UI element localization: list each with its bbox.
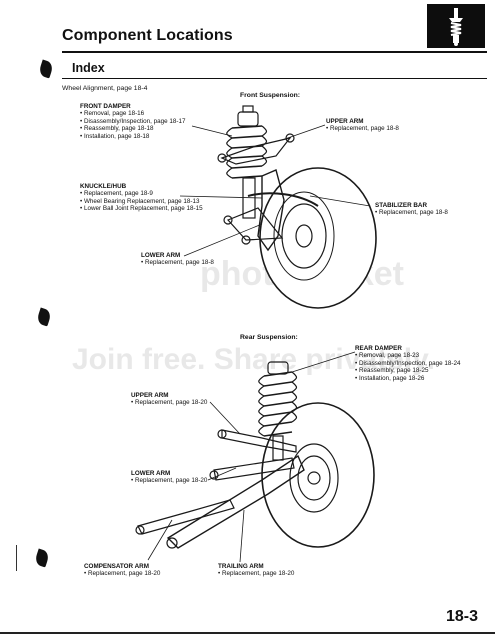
front-damper-removal: Removal, page 18-16 bbox=[83, 110, 145, 118]
trailing-arm-replacement: Replacement, page 18-20 bbox=[221, 570, 295, 578]
knuckle-hub-callout: KNUCKLE/HUB • Replacement, page 18-9 • W… bbox=[80, 183, 203, 213]
wheel-alignment-ref: Wheel Alignment, page 18-4 bbox=[62, 85, 148, 92]
index-divider bbox=[62, 78, 487, 79]
knuckle-hub-title: KNUCKLE/HUB bbox=[80, 183, 127, 190]
rear-upper-arm-callout: UPPER ARM • Replacement, page 18-20 bbox=[131, 392, 208, 407]
wheel-bearing-replacement: Wheel Bearing Replacement, page 18-13 bbox=[83, 197, 200, 205]
rear-damper-callout: REAR DAMPER • Removal, page 18-23 • Disa… bbox=[355, 345, 461, 382]
page-title: Component Locations bbox=[62, 27, 233, 44]
rear-damper-title: REAR DAMPER bbox=[355, 345, 402, 352]
rear-lower-arm-replacement: Replacement, page 18-20 bbox=[134, 477, 208, 485]
rear-damper-removal: Removal, page 18-23 bbox=[358, 352, 420, 360]
front-lower-arm-replacement: Replacement, page 18-8 bbox=[144, 259, 214, 267]
front-damper-callout: FRONT DAMPER • Removal, page 18-16 • Dis… bbox=[80, 103, 186, 140]
stabilizer-bar-callout: STABILIZER BAR • Replacement, page 18-8 bbox=[375, 202, 448, 217]
front-upper-arm-replacement: Replacement, page 18-8 bbox=[329, 125, 399, 133]
front-damper-installation: Installation, page 18-18 bbox=[83, 132, 150, 140]
rear-upper-arm-replacement: Replacement, page 18-20 bbox=[134, 399, 208, 407]
page-number: 18-3 bbox=[446, 608, 479, 625]
lower-ball-joint-replacement: Lower Ball Joint Replacement, page 18-15 bbox=[83, 205, 203, 213]
rear-damper-disassembly: Disassembly/Inspection, page 18-24 bbox=[358, 359, 461, 367]
rear-damper-reassembly: Reassembly, page 18-25 bbox=[358, 367, 429, 375]
front-lower-arm-title: LOWER ARM bbox=[141, 252, 181, 259]
compensator-arm-callout: COMPENSATOR ARM • Replacement, page 18-2… bbox=[84, 563, 161, 578]
trailing-arm-title: TRAILING ARM bbox=[218, 563, 264, 570]
rear-upper-arm-title: UPPER ARM bbox=[131, 392, 169, 399]
binding-mark bbox=[16, 545, 17, 571]
front-damper-disassembly: Disassembly/Inspection, page 18-17 bbox=[83, 117, 186, 125]
rear-lower-arm-callout: LOWER ARM • Replacement, page 18-20 bbox=[131, 470, 208, 485]
front-upper-arm-callout: UPPER ARM • Replacement, page 18-8 bbox=[326, 118, 399, 133]
rear-damper-installation: Installation, page 18-26 bbox=[358, 374, 425, 382]
rear-lower-arm-title: LOWER ARM bbox=[131, 470, 171, 477]
front-lower-arm-callout: LOWER ARM • Replacement, page 18-8 bbox=[141, 252, 214, 267]
front-damper-reassembly: Reassembly, page 18-18 bbox=[83, 125, 154, 133]
trailing-arm-callout: TRAILING ARM • Replacement, page 18-20 bbox=[218, 563, 295, 578]
compensator-arm-replacement: Replacement, page 18-20 bbox=[87, 570, 161, 578]
watermark-tagline: Join free. Share privately. bbox=[72, 343, 435, 376]
stabilizer-bar-title: STABILIZER BAR bbox=[375, 202, 428, 209]
knuckle-hub-replacement: Replacement, page 18-9 bbox=[83, 190, 153, 198]
index-title: Index bbox=[72, 61, 105, 75]
front-damper-title: FRONT DAMPER bbox=[80, 103, 131, 110]
footer-rule bbox=[0, 632, 495, 634]
compensator-arm-title: COMPENSATOR ARM bbox=[84, 563, 149, 570]
stabilizer-bar-replacement: Replacement, page 18-8 bbox=[378, 209, 448, 217]
header-divider bbox=[62, 51, 487, 53]
rear-suspension-caption: Rear Suspension: bbox=[240, 334, 298, 341]
front-suspension-caption: Front Suspension: bbox=[240, 92, 301, 99]
front-upper-arm-title: UPPER ARM bbox=[326, 118, 364, 125]
shock-absorber-icon bbox=[427, 4, 485, 48]
